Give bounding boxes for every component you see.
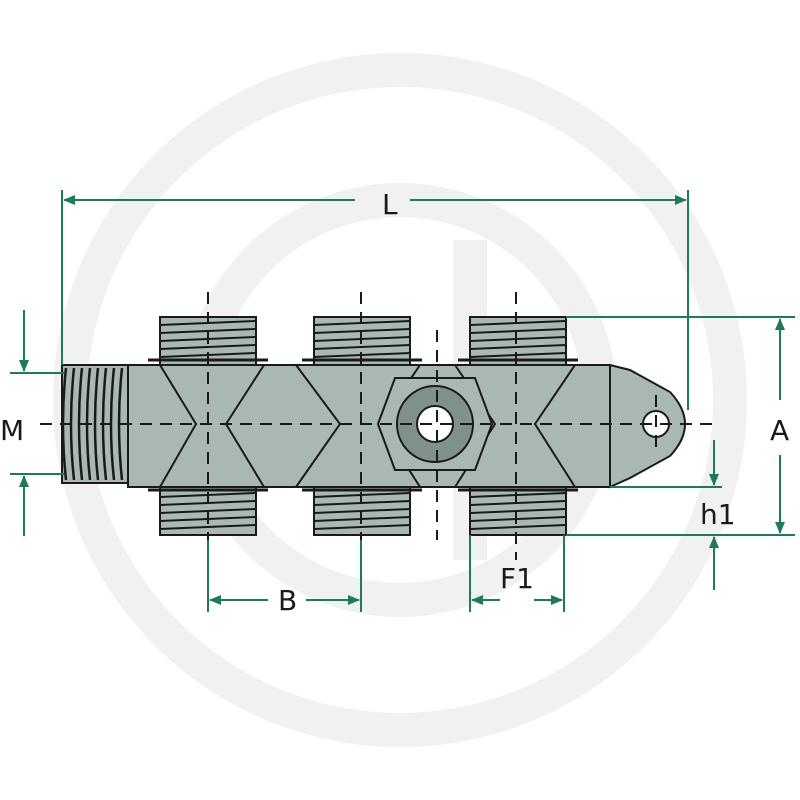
manifold-bar xyxy=(127,364,627,488)
dimension-labels: L M A h1 B F1 xyxy=(0,188,789,617)
mounting-lug xyxy=(609,363,686,489)
label-A: A xyxy=(770,414,789,447)
centerlines xyxy=(40,292,720,560)
label-L: L xyxy=(382,188,398,221)
label-F1: F1 xyxy=(500,562,534,595)
label-M: M xyxy=(0,414,24,447)
label-h1: h1 xyxy=(700,498,736,531)
outlet-threads-bottom xyxy=(148,486,578,536)
center-port xyxy=(376,377,494,471)
outlet-threads-top xyxy=(148,316,578,366)
manifold-body xyxy=(61,316,686,536)
dimension-lines xyxy=(10,190,795,612)
label-B: B xyxy=(278,584,297,617)
